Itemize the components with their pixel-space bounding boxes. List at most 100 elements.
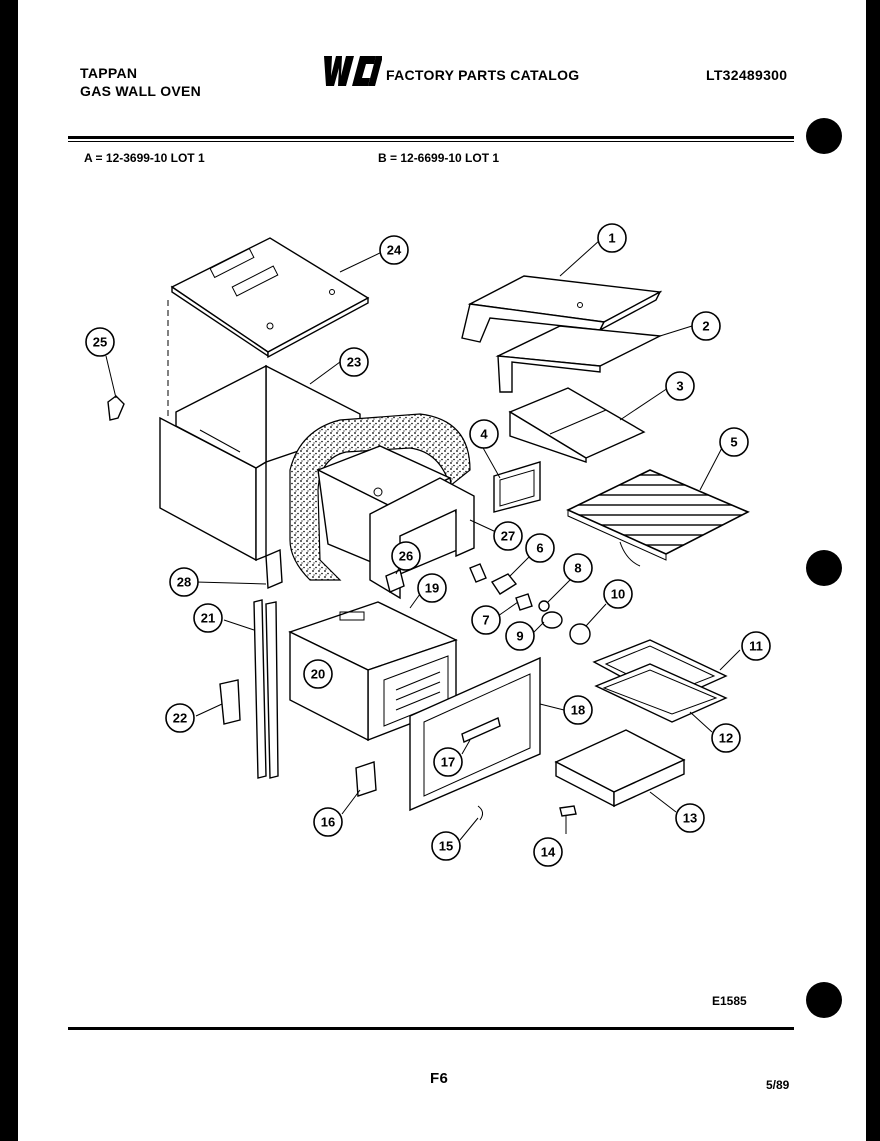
svg-text:19: 19 (425, 581, 439, 596)
part-7-valve (515, 593, 533, 611)
svg-text:12: 12 (719, 731, 733, 746)
svg-text:6: 6 (536, 541, 543, 556)
part-9-bulb (541, 611, 563, 629)
svg-text:4: 4 (480, 427, 488, 442)
svg-text:14: 14 (541, 845, 556, 860)
catalog-sheet (18, 0, 866, 1141)
callout-11: 11 (741, 631, 771, 661)
part-28-hinge-receptacle (265, 548, 283, 590)
part-14-screw (559, 805, 577, 817)
callout-18: 18 (563, 695, 593, 725)
svg-text:3: 3 (676, 379, 683, 394)
svg-text:5: 5 (730, 435, 737, 450)
part-23-cabinet-body (159, 364, 361, 562)
svg-text:25: 25 (93, 335, 107, 350)
revision-date: 5/89 (766, 1078, 790, 1092)
part-5-oven-rack (566, 469, 750, 567)
callout-23: 23 (339, 347, 369, 377)
part-22-latch (219, 679, 241, 725)
part-13-drawer (554, 729, 686, 808)
svg-text:11: 11 (749, 639, 763, 654)
callout-5: 5 (719, 427, 749, 457)
callout-10: 10 (603, 579, 633, 609)
svg-text:26: 26 (399, 549, 413, 564)
callout-14: 14 (533, 837, 563, 867)
part-4-bracket (493, 461, 541, 513)
svg-text:28: 28 (177, 575, 191, 590)
callout-7: 7 (471, 605, 501, 635)
part-26-clip (385, 569, 405, 593)
part-8-igniter (538, 600, 550, 612)
svg-text:15: 15 (439, 839, 453, 854)
svg-text:13: 13 (683, 811, 697, 826)
callout-17: 17 (433, 747, 463, 777)
part-6-orifice (490, 573, 518, 595)
part-27-heat-shield (369, 477, 475, 600)
callout-3: 3 (665, 371, 695, 401)
part-valve-clip (469, 563, 487, 583)
svg-text:20: 20 (311, 667, 325, 682)
svg-text:27: 27 (501, 529, 515, 544)
part-10-lens (569, 623, 591, 645)
svg-text:9: 9 (516, 629, 523, 644)
svg-text:21: 21 (201, 611, 215, 626)
binder-hole-bottom (806, 982, 842, 1018)
part-15-spring (477, 805, 484, 821)
part-12-broiler-grid (594, 663, 728, 723)
brand-name: TAPPAN (80, 65, 138, 81)
callout-16: 16 (313, 807, 343, 837)
callout-20: 20 (303, 659, 333, 689)
svg-text:2: 2 (702, 319, 709, 334)
wci-logo-icon (324, 56, 382, 86)
callout-26: 26 (391, 541, 421, 571)
binder-hole-middle (806, 550, 842, 586)
callout-9: 9 (505, 621, 535, 651)
svg-text:22: 22 (173, 711, 187, 726)
svg-text:1: 1 (608, 231, 615, 246)
callout-4: 4 (469, 419, 499, 449)
svg-text:16: 16 (321, 815, 335, 830)
callout-27: 27 (493, 521, 523, 551)
svg-text:18: 18 (571, 703, 585, 718)
product-name: GAS WALL OVEN (80, 83, 202, 99)
callout-19: 19 (417, 573, 447, 603)
svg-text:17: 17 (441, 755, 455, 770)
callout-8: 8 (563, 553, 593, 583)
leader-lines (105, 239, 741, 841)
callout-25: 25 (85, 327, 115, 357)
catalog-title: FACTORY PARTS CATALOG (386, 67, 580, 83)
callout-1: 1 (597, 223, 627, 253)
callout-22: 22 (165, 703, 195, 733)
callout-13: 13 (675, 803, 705, 833)
callout-24: 24 (379, 235, 409, 265)
part-2-channel (495, 325, 663, 393)
svg-text:10: 10 (611, 587, 625, 602)
header-rule-thin (68, 141, 794, 142)
footer-rule (68, 1027, 794, 1030)
callout-21: 21 (193, 603, 223, 633)
svg-text:8: 8 (574, 561, 581, 576)
part-17-handle (461, 717, 501, 743)
binder-hole-top (806, 118, 842, 154)
part-insulation-blanket (289, 413, 471, 581)
lot-b: B = 12-6699-10 LOT 1 (378, 151, 500, 165)
part-25-bracket (107, 395, 125, 421)
lot-a: A = 12-3699-10 LOT 1 (84, 151, 205, 165)
page-number: F6 (430, 1070, 449, 1087)
diagram-code: E1585 (712, 994, 747, 1008)
part-3-baffle (508, 387, 646, 463)
part-19-broiler-compartment (288, 601, 458, 742)
callout-2: 2 (691, 311, 721, 341)
part-1-top-trim (461, 275, 663, 343)
svg-text:7: 7 (482, 613, 489, 628)
callout-6: 6 (525, 533, 555, 563)
part-24-top-panel (170, 237, 370, 359)
part-21-door-seal (253, 599, 279, 779)
model-number: LT32489300 (706, 67, 788, 83)
svg-text:24: 24 (387, 243, 402, 258)
header-rule (68, 136, 794, 139)
part-16-bracket (355, 761, 377, 797)
callout-12: 12 (711, 723, 741, 753)
callout-15: 15 (431, 831, 461, 861)
